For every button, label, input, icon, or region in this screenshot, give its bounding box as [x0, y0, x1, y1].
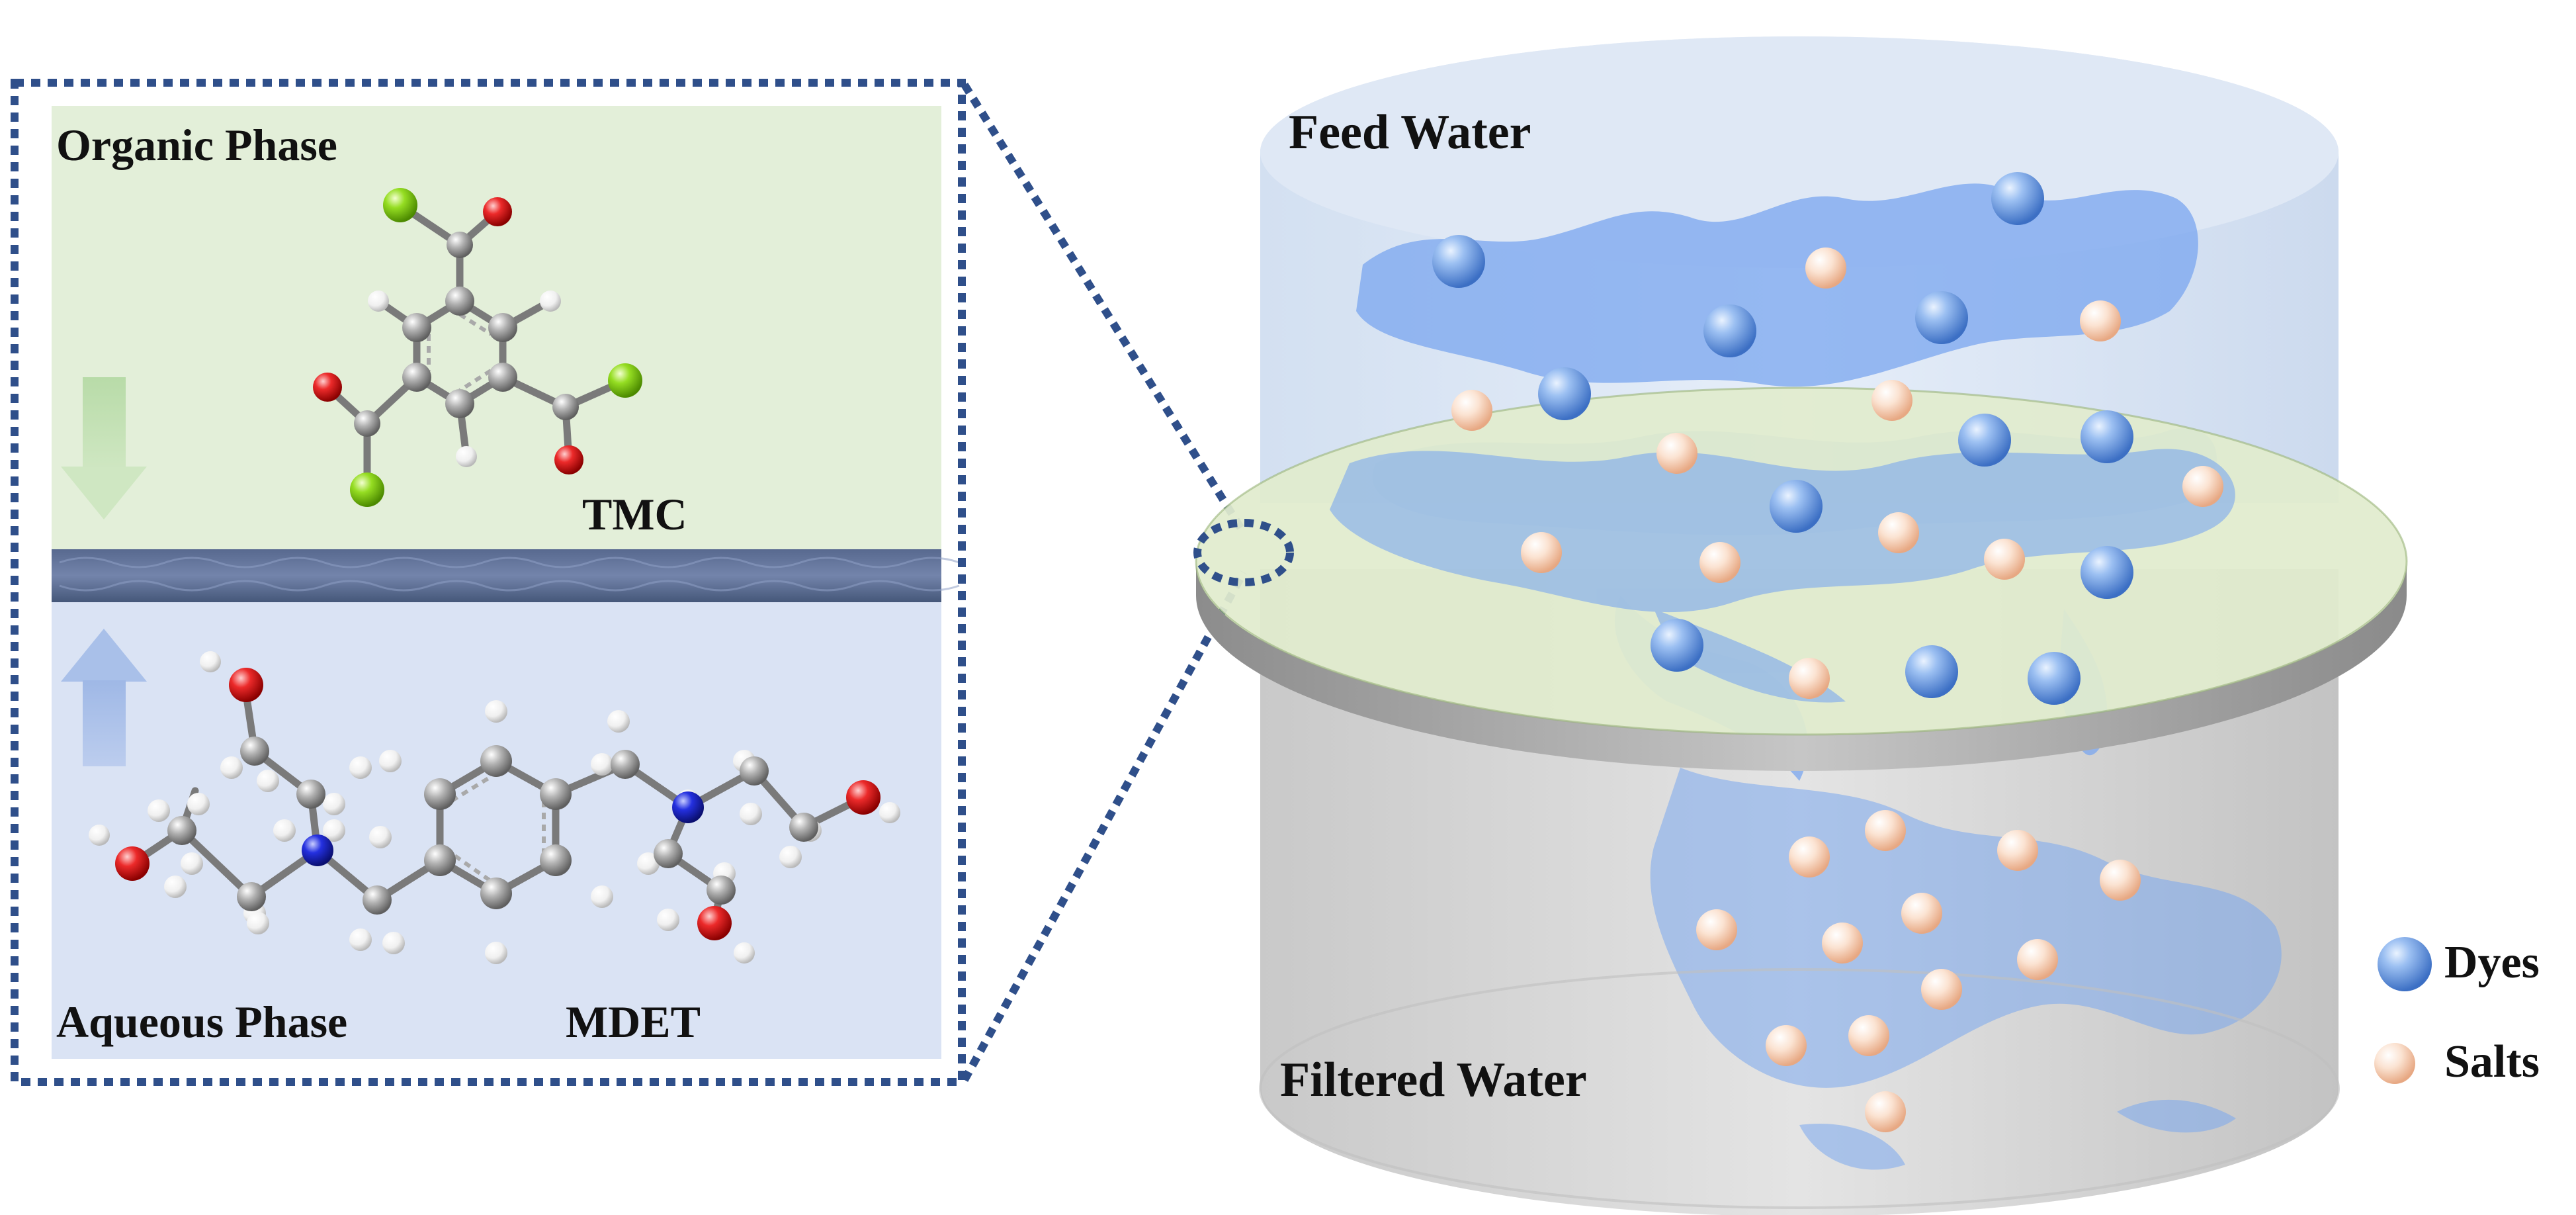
salt-particles: [1451, 248, 2223, 1132]
salt-sphere: [1848, 1015, 1889, 1056]
salt-sphere: [1766, 1025, 1807, 1066]
salt-sphere: [2017, 939, 2058, 980]
salt-sphere: [1789, 836, 1830, 878]
zoom-frame: [11, 79, 966, 1086]
tmc-molecule: [313, 188, 642, 507]
salt-sphere: [1789, 658, 1830, 699]
dye-sphere: [1915, 291, 1968, 344]
aqueous-phase-label: Aqueous Phase: [56, 997, 348, 1047]
dye-sphere: [1905, 645, 1958, 698]
dye-sphere: [1991, 172, 2044, 225]
salt-sphere: [1656, 433, 1697, 474]
mdet-molecule: [89, 651, 900, 964]
dye-sphere: [2081, 410, 2133, 463]
legend: [2374, 937, 2432, 1084]
salt-sphere: [2182, 466, 2223, 507]
zoom-connector-lines: [961, 82, 1248, 1082]
mdet-label: MDET: [566, 997, 701, 1047]
salt-sphere: [1521, 532, 1562, 573]
membrane-detail-marker: [1193, 519, 1294, 586]
salt-sphere: [1699, 542, 1740, 583]
salt-sphere: [1901, 893, 1942, 934]
dye-sphere: [1538, 367, 1591, 420]
salt-sphere: [1805, 248, 1846, 289]
salt-sphere: [1451, 390, 1492, 431]
salt-sphere-icon: [2374, 1043, 2415, 1084]
dye-sphere: [2028, 652, 2081, 705]
salt-sphere: [1865, 1091, 1906, 1132]
salt-sphere: [1997, 830, 2038, 871]
legend-label-dyes: Dyes: [2444, 937, 2540, 988]
salt-sphere: [1822, 922, 1863, 964]
salt-sphere: [1865, 810, 1906, 851]
organic-phase-label: Organic Phase: [56, 120, 337, 170]
dye-sphere: [2081, 546, 2133, 599]
interface-layer-texture: [59, 557, 960, 592]
dye-sphere: [1770, 480, 1823, 533]
dye-sphere: [1651, 619, 1703, 672]
dye-sphere: [1432, 235, 1485, 288]
filtered-water-label: Filtered Water: [1280, 1053, 1587, 1107]
dye-particles: [1432, 172, 2133, 705]
salt-sphere: [1696, 909, 1737, 950]
salt-sphere: [1871, 380, 1912, 421]
tmc-label: TMC: [582, 489, 687, 539]
salt-sphere: [2100, 860, 2141, 901]
aqueous-diffusion-arrow: [61, 629, 147, 766]
dye-sphere-icon: [2378, 937, 2432, 991]
filtration-cylinder: [1195, 36, 2408, 1215]
organic-diffusion-arrow: [61, 377, 147, 519]
dye-sphere: [1958, 414, 2011, 467]
salt-sphere: [2080, 300, 2121, 341]
salt-sphere: [1984, 539, 2025, 580]
dye-sphere: [1703, 304, 1756, 357]
interface-zoom-panel: [11, 79, 966, 1086]
salt-sphere: [1878, 512, 1919, 553]
salt-sphere: [1921, 969, 1962, 1010]
feed-water-label: Feed Water: [1289, 105, 1531, 159]
legend-label-salts: Salts: [2444, 1036, 2540, 1087]
